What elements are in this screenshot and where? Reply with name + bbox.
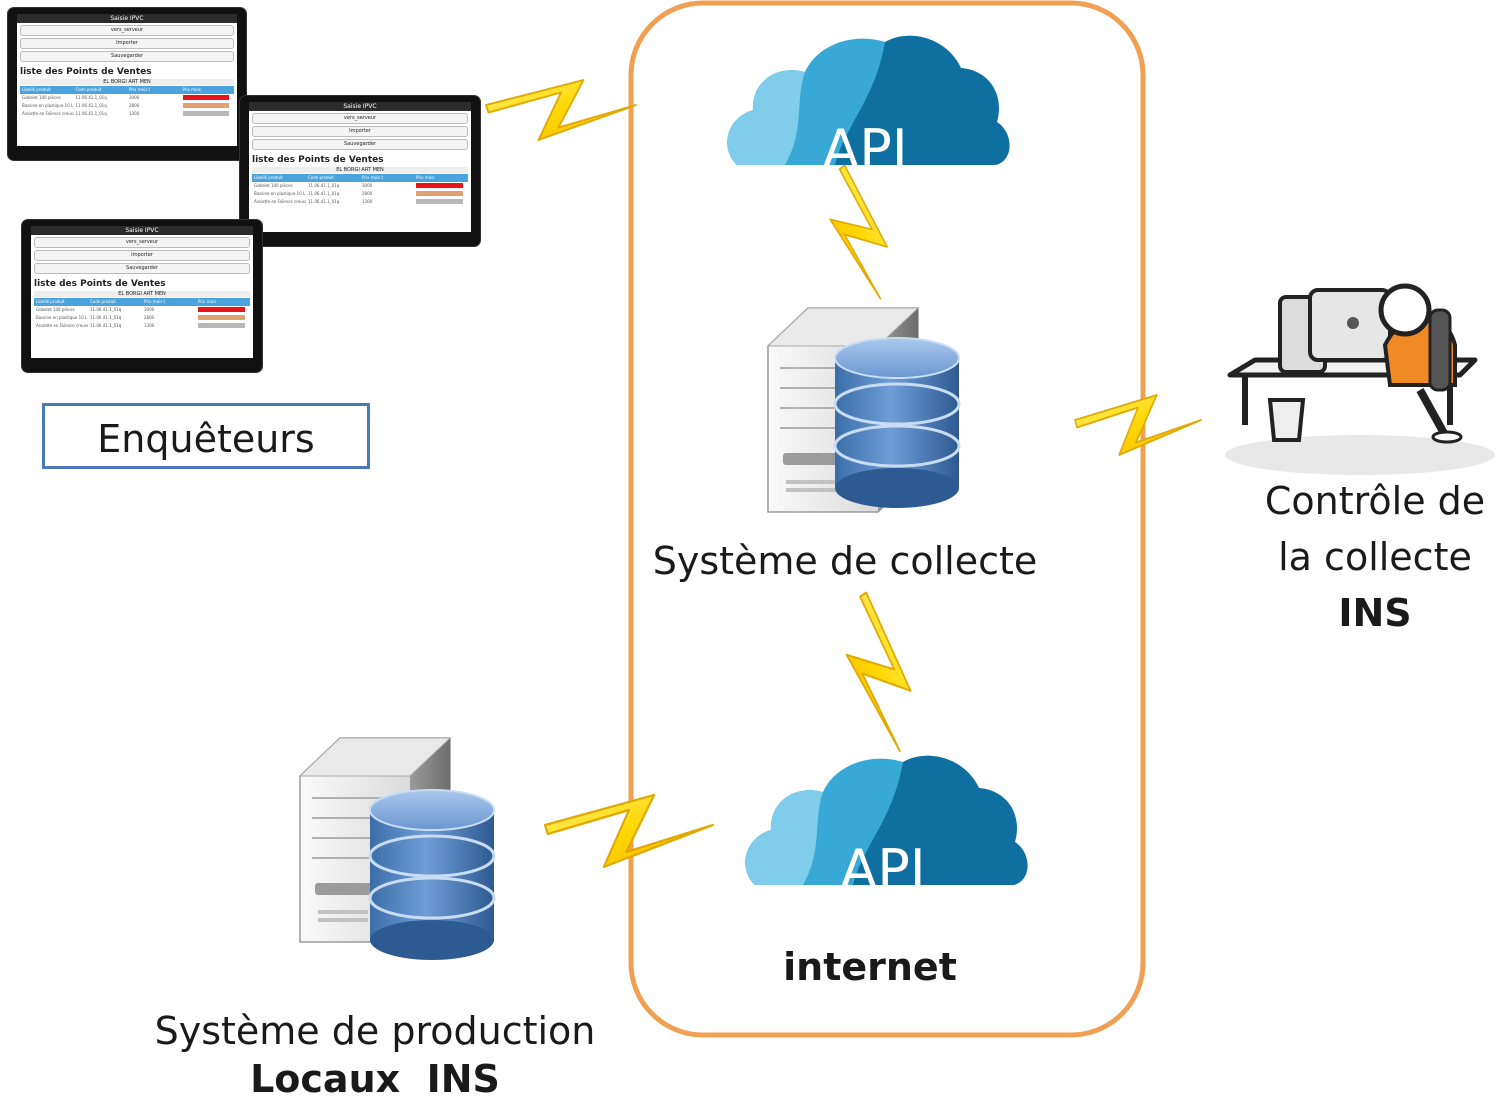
save-button: Sauvegarder — [34, 263, 250, 274]
lightning-bolt-icon — [485, 79, 637, 141]
lightning-bolt-icon — [1074, 394, 1202, 456]
server-button: vers_serveur — [252, 113, 468, 124]
tablet-screen-2: Saisie IPVC vers_serveur Importer Sauveg… — [240, 96, 480, 246]
enqueteurs-label: Enquêteurs — [42, 403, 370, 469]
import-button: Importer — [252, 126, 468, 137]
store-name: EL BORGI ART MEN — [252, 167, 468, 173]
database-icon — [833, 336, 961, 510]
server-button: vers_serveur — [34, 237, 250, 248]
production-system-label: Système de production — [154, 1009, 596, 1053]
save-button: Sauvegarder — [20, 51, 234, 62]
app-title: Saisie IPVC — [249, 102, 471, 111]
tablet-app: Saisie IPVC vers_serveur Importer Sauveg… — [17, 14, 237, 146]
internet-label: internet — [783, 945, 957, 989]
import-button: Importer — [20, 38, 234, 49]
tablet-app: Saisie IPVC vers_serveur Importer Sauveg… — [249, 102, 471, 232]
production-location-label: Locaux INS — [250, 1057, 500, 1101]
app-title: Saisie IPVC — [17, 14, 237, 23]
tablet-screen-1: Saisie IPVC vers_serveur Importer Sauveg… — [8, 8, 246, 160]
svg-text:API: API — [840, 838, 925, 901]
svg-text:API: API — [822, 118, 907, 181]
internet-frame — [628, 0, 1146, 1038]
api-cloud-icon: API — [727, 35, 1010, 181]
control-label-line2: la collecte — [1278, 535, 1472, 579]
table-row: Assiette en Faïence creuse N° 2211.06.41… — [20, 110, 234, 118]
lightning-bolt-icon — [833, 586, 924, 759]
tablet-app: Saisie IPVC vers_serveur Importer Sauveg… — [31, 226, 253, 358]
api-cloud-icon: API — [745, 755, 1028, 901]
lightning-bolt-icon — [543, 793, 715, 869]
list-heading: liste des Points de Ventes — [252, 155, 384, 165]
operator-at-desk-icon — [1225, 283, 1495, 475]
store-name: EL BORGI ART MEN — [20, 79, 234, 85]
collection-system-label: Système de collecte — [652, 539, 1038, 583]
table-row: Assiette en Faïence creuse N° 2211.06.41… — [34, 322, 250, 330]
tablet-screen-3: Saisie IPVC vers_serveur Importer Sauveg… — [22, 220, 262, 372]
table-row: Assiette en Faïence creuse N° 2211.06.41… — [252, 198, 468, 206]
server-button: vers_serveur — [20, 25, 234, 36]
control-label-ins: INS — [1338, 591, 1412, 635]
app-title: Saisie IPVC — [31, 226, 253, 235]
database-icon — [368, 788, 496, 962]
lightning-bolt-icon — [816, 159, 901, 307]
save-button: Sauvegarder — [252, 139, 468, 150]
list-heading: liste des Points de Ventes — [34, 279, 166, 289]
import-button: Importer — [34, 250, 250, 261]
control-label-line1: Contrôle de — [1264, 479, 1486, 523]
store-name: EL BORGI ART MEN — [34, 291, 250, 297]
list-heading: liste des Points de Ventes — [20, 67, 152, 77]
